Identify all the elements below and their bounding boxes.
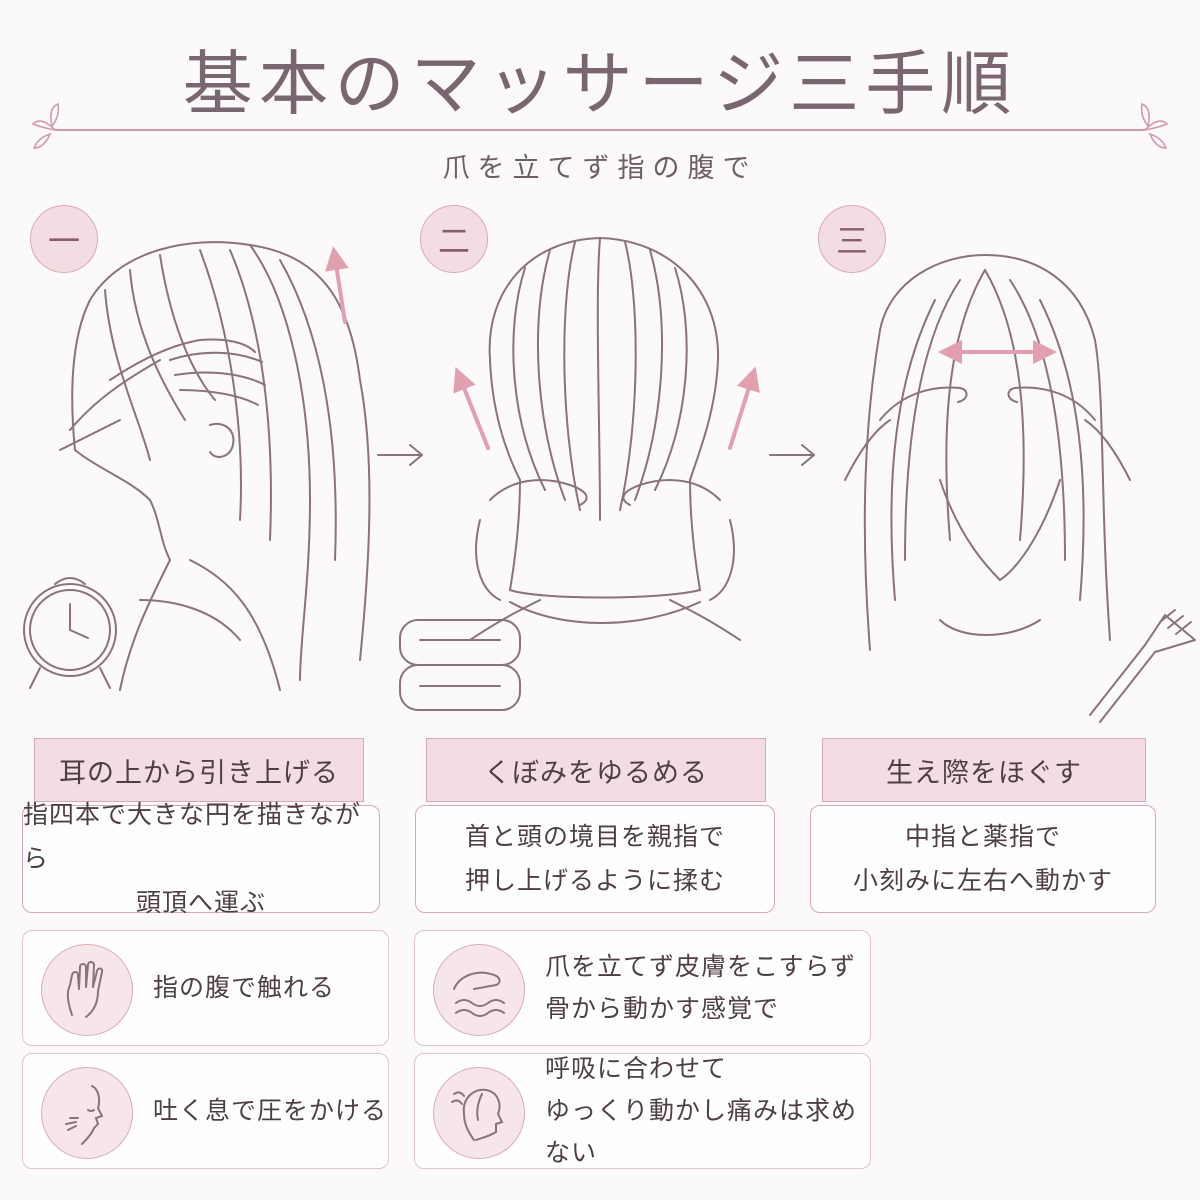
step-2-description: 首と頭の境目を親指で 押し上げるように揉む <box>415 805 775 913</box>
subtitle: 爪を立てず指の腹で <box>442 153 758 184</box>
tip-4-line-1: 呼吸に合わせて <box>545 1054 728 1083</box>
step-2-desc-line-2: 押し上げるように揉む <box>464 866 725 895</box>
next-step-arrow-2 <box>769 444 815 466</box>
step-1-desc-line-1: 指四本で大きな円を描きながら <box>23 800 362 873</box>
step-2-illustration <box>469 237 741 641</box>
step-2-label: くぼみをゆるめる <box>426 738 766 802</box>
up-left-arrow-icon <box>453 366 490 450</box>
tip-3-line-1: 吐く息で圧をかける <box>153 1096 388 1125</box>
tip-card-no-nails: 爪を立てず皮膚をこすらず 骨から動かす感覚で <box>414 930 871 1046</box>
step-1-label: 耳の上から引き上げる <box>34 738 364 802</box>
comb-icon <box>1089 609 1196 723</box>
massage-illustrations <box>23 237 1196 723</box>
step-2-desc-line-1: 首と頭の境目を親指で <box>464 822 725 851</box>
step-3-desc-line-1: 中指と薬指で <box>904 822 1061 851</box>
next-step-arrow-1 <box>377 444 423 466</box>
tip-card-breathing: 呼吸に合わせて ゆっくり動かし痛みは求めない <box>414 1053 871 1169</box>
title-divider <box>31 102 1169 149</box>
step-1-desc-line-2: 頭頂へ運ぶ <box>135 888 266 917</box>
head-breath-icon <box>433 1067 525 1159</box>
step-1-description: 指四本で大きな円を描きながら 頭頂へ運ぶ <box>22 800 380 917</box>
step-3-label: 生え際をほぐす <box>822 738 1146 802</box>
step-3-desc-line-2: 小刻みに左右へ動かす <box>852 866 1113 895</box>
towel-icon <box>399 619 521 711</box>
tip-2-line-1: 爪を立てず皮膚をこすらず <box>545 952 857 981</box>
clock-icon <box>23 577 117 689</box>
tip-card-exhale: 吐く息で圧をかける <box>22 1053 389 1169</box>
tip-card-finger-pads: 指の腹で触れる <box>22 930 389 1046</box>
breath-icon <box>41 1067 133 1159</box>
step-3-number: 三 <box>818 205 886 273</box>
up-arrow-icon <box>324 246 349 324</box>
hand-icon <box>41 944 133 1036</box>
step-1-illustration <box>59 241 371 691</box>
step-3-illustration <box>844 254 1131 651</box>
tip-4-line-2: ゆっくり動かし痛みは求めない <box>545 1096 858 1167</box>
step-2-number: 二 <box>420 205 488 273</box>
up-right-arrow-icon <box>728 366 760 450</box>
page-title: 基本のマッサージ三手順 <box>182 43 1018 125</box>
tip-1-line-1: 指の腹で触れる <box>153 973 336 1002</box>
step-1-number: 一 <box>30 205 98 273</box>
step-3-description: 中指と薬指で 小刻みに左右へ動かす <box>810 805 1156 913</box>
pressure-icon <box>433 944 525 1036</box>
tip-2-line-2: 骨から動かす感覚で <box>545 994 780 1023</box>
